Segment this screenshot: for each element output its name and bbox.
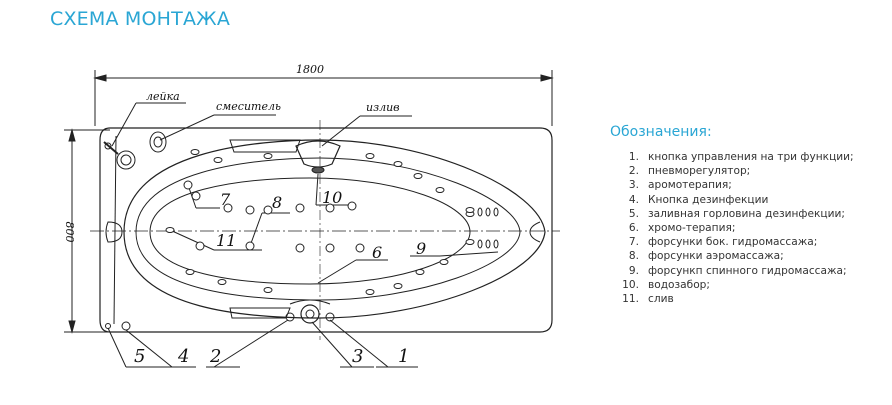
callout-11: 11 [216, 231, 236, 250]
jet-icon [165, 227, 175, 233]
jet-icon [435, 187, 445, 193]
jet-icon [493, 239, 499, 249]
callout-1: 1 [398, 346, 409, 367]
jet-icon [415, 269, 425, 275]
jet-icon [217, 279, 227, 285]
callout-3: 3 [352, 346, 363, 367]
jet-icon [245, 205, 255, 215]
callout-8: 8 [272, 193, 282, 212]
jet-icon [477, 239, 483, 249]
jet-icon [185, 269, 195, 275]
jet-icon [439, 259, 449, 265]
jet-icon [347, 201, 357, 211]
tub-outer-rim [99, 127, 553, 333]
jet-icon [325, 203, 335, 213]
tub-bowl-outer [123, 139, 546, 319]
jet-icon [263, 153, 273, 159]
legend-item: 4.Кнопка дезинфекции [628, 193, 769, 206]
spout-icon [295, 140, 341, 168]
tub-inner-rim [113, 135, 117, 325]
jets-group [165, 149, 499, 295]
callout-6: 6 [372, 243, 382, 262]
jet-icon [465, 207, 475, 213]
legend-item: 7.форсунки бок. гидромассажа; [628, 236, 818, 249]
callout-hand-shower: лейка [146, 90, 180, 103]
jet-icon [393, 283, 403, 289]
jet-icon [325, 243, 335, 253]
legend-item: 10.водозабор; [622, 278, 710, 291]
jet-icon [485, 239, 491, 249]
jet-icon [413, 173, 423, 179]
legend-item: 1.кнопка управления на три функции; [628, 151, 854, 163]
hand-shower-icon [103, 141, 136, 170]
mixer-icon [149, 131, 167, 153]
jet-icon [191, 191, 201, 201]
callout-9: 9 [416, 239, 426, 258]
jet-icon [263, 287, 273, 293]
tub-bowl-middle [135, 157, 521, 301]
width-label: 800 [63, 222, 76, 243]
page-title: СХЕМА МОНТАЖА [50, 8, 231, 30]
legend-item: 9.форсункп спинного гидромассажа; [628, 264, 847, 277]
control-knob-icon [300, 304, 320, 324]
jet-icon [365, 289, 375, 295]
length-dimension [93, 70, 554, 126]
jet-icon [183, 180, 193, 190]
callout-5: 5 [134, 346, 145, 367]
jet-icon [295, 203, 305, 213]
callout-mixer: смеситель [216, 100, 281, 113]
legend-item: 3.аромотерапия; [628, 179, 732, 192]
legend-title: Обозначения: [610, 124, 712, 140]
jet-icon [223, 203, 233, 213]
callout-spout: излив [366, 101, 400, 114]
jet-icon [213, 157, 223, 163]
callout-4: 4 [177, 346, 189, 367]
legend: Обозначения: 1.кнопка управления на три … [610, 124, 885, 306]
legend-item: 8.форсунки аэромассажа; [628, 250, 784, 263]
jet-icon [465, 239, 475, 245]
jet-icon [263, 205, 273, 215]
tub-seat [149, 177, 471, 285]
jet-icon [393, 161, 403, 167]
width-dimension [64, 128, 110, 334]
jet-icon [245, 241, 255, 251]
jet-icon [477, 207, 483, 217]
jet-icon [365, 153, 375, 159]
callout-10: 10 [322, 188, 342, 207]
legend-item: 11.слив [622, 293, 674, 306]
legend-item: 6.хромо-терапия; [628, 222, 736, 235]
callout-2: 2 [209, 346, 221, 367]
length-label: 1800 [296, 63, 324, 76]
jet-icon [195, 241, 205, 251]
jet-icon [493, 207, 499, 217]
jet-icon [485, 207, 491, 217]
legend-item: 5.заливная горловина дезинфекции; [628, 207, 845, 220]
legend-item: 2.пневморегулятор; [628, 165, 751, 178]
jet-icon [355, 243, 365, 253]
jet-icon [190, 149, 200, 155]
callout-7: 7 [220, 190, 231, 209]
jet-icon [295, 243, 305, 253]
legend-list: 1.кнопка управления на три функции; 2.пн… [610, 150, 885, 306]
